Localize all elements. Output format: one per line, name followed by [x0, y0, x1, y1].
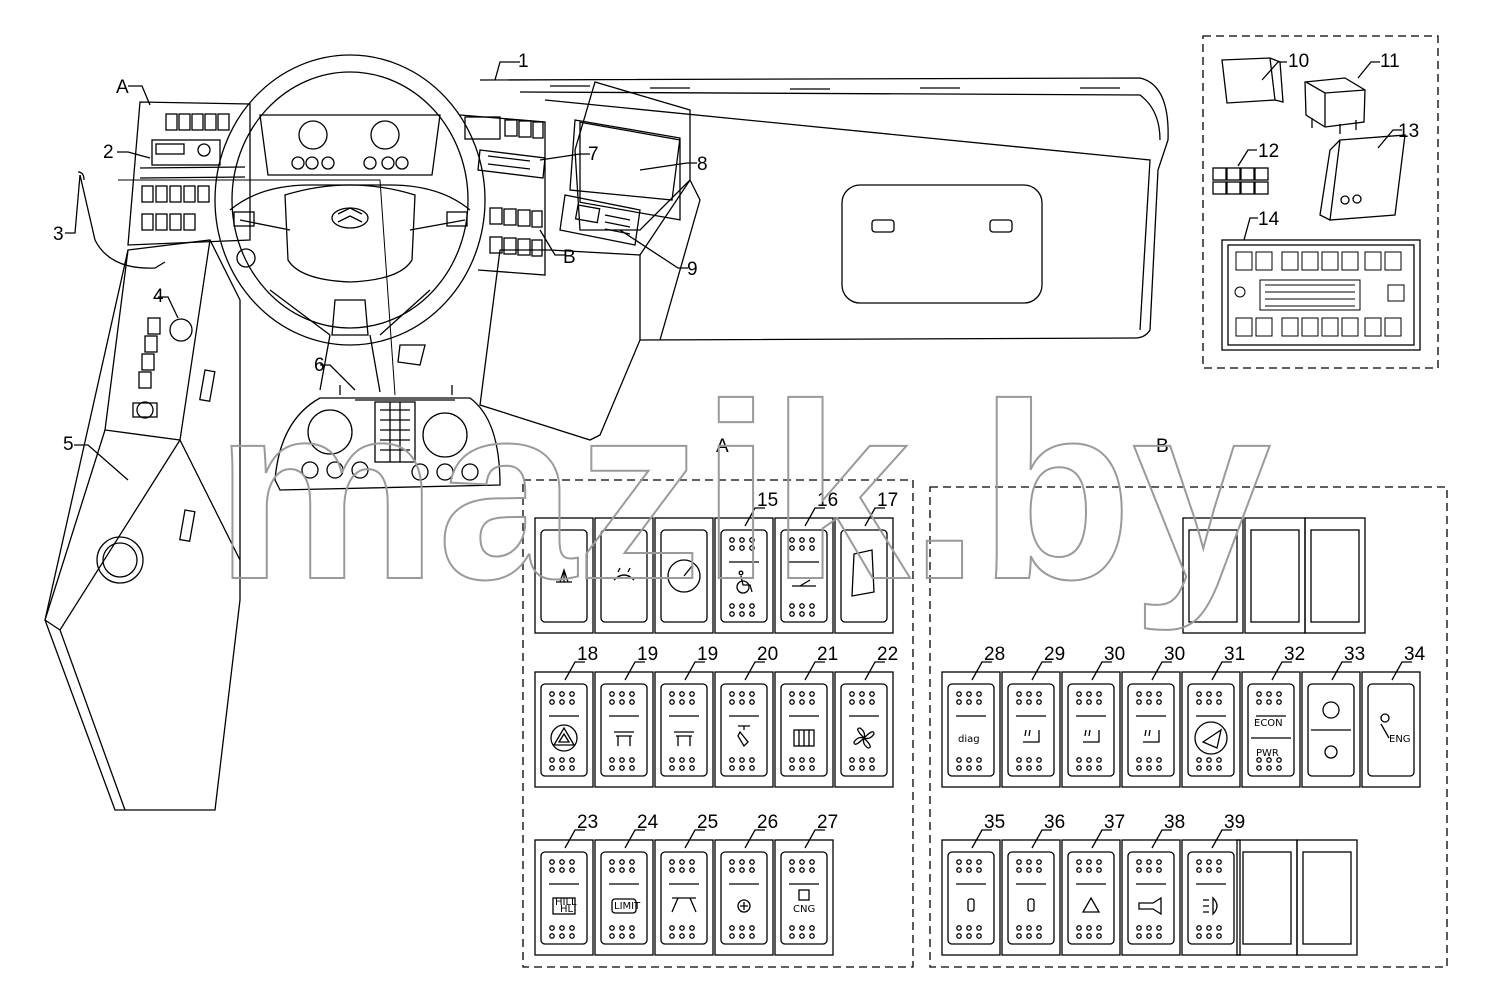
- callout-12: 12: [1258, 141, 1279, 162]
- callout-8: 8: [697, 154, 708, 175]
- switch-callout-number: 20: [757, 644, 778, 665]
- rocker-switch: LIMIT 24: [594, 812, 659, 956]
- rocker-switch: ENG 34: [1361, 644, 1426, 788]
- callout-4: 4: [153, 286, 164, 307]
- rocker-switch: 30: [1061, 644, 1125, 788]
- switch-callout-number: 18: [577, 644, 598, 665]
- switch-callout-number: 30: [1164, 644, 1185, 665]
- callout-A-top: A: [116, 77, 129, 98]
- switch-callout-number: 22: [877, 644, 898, 665]
- rocker-switch: 18: [534, 644, 598, 788]
- callout-6: 6: [314, 355, 325, 376]
- rocker-switch: 25: [654, 812, 718, 956]
- switch-callout-number: 34: [1404, 644, 1426, 665]
- callout-1: 1: [518, 51, 529, 72]
- rocker-switch: ECON PWR 32: [1241, 644, 1305, 788]
- switch-callout-number: 24: [637, 812, 659, 833]
- switch-callout-number: 35: [984, 812, 1005, 833]
- rocker-switch: 26: [714, 812, 778, 956]
- rocker-switch: 33: [1301, 644, 1365, 788]
- switch-callout-number: 19: [697, 644, 718, 665]
- panel-b-blank-row: [1182, 517, 1366, 634]
- dashboard-body: [44, 77, 1169, 811]
- switch-callout-number: 29: [1044, 644, 1065, 665]
- rocker-switch: [534, 517, 594, 634]
- watermark: mazik.by: [215, 352, 1271, 631]
- switch-callout-number: 16: [817, 490, 838, 511]
- rocker-switch: diag 28: [941, 644, 1005, 788]
- switch-callout-number: 23: [577, 812, 598, 833]
- eng-label: ENG: [1389, 734, 1411, 745]
- econ-label: ECON: [1254, 718, 1283, 729]
- rocker-switch: 16: [774, 490, 838, 634]
- switch-callout-number: 39: [1224, 812, 1245, 833]
- callout-13: 13: [1398, 121, 1419, 142]
- rocker-switch: 38: [1121, 812, 1185, 956]
- switch-callout-number: 26: [757, 812, 778, 833]
- callout-3: 3: [53, 224, 64, 245]
- switch-callout-number: 31: [1224, 644, 1245, 665]
- cng-label: CNG: [793, 904, 815, 915]
- switch-callout-number: 38: [1164, 812, 1185, 833]
- callout-11: 11: [1380, 51, 1400, 72]
- rocker-switch: 30: [1121, 644, 1185, 788]
- rocker-switch: 39: [1181, 812, 1245, 956]
- switch-callout-number: 19: [637, 644, 658, 665]
- callout-10: 10: [1288, 51, 1309, 72]
- callout-leaders: [65, 61, 1402, 481]
- rocker-switch: 17: [834, 490, 898, 634]
- rocker-switch: 36: [1001, 812, 1065, 956]
- callout-labels: 1 A 2 3 4 5 6 7 8 9 10 11 13 12 14 B A B: [53, 51, 1419, 457]
- switch-callout-number: 25: [697, 812, 718, 833]
- switch-callout-number: 32: [1284, 644, 1305, 665]
- callout-7: 7: [588, 144, 599, 165]
- rocker-switch: 21: [774, 644, 838, 788]
- panel-b-blank-bottom: [1236, 839, 1358, 956]
- panel-b-box: [929, 486, 1448, 968]
- hill-label: HILL: [555, 897, 577, 908]
- rocker-switch: 37: [1061, 812, 1125, 956]
- hl-label: HL: [560, 904, 574, 915]
- switch-callout-number: 30: [1104, 644, 1125, 665]
- rocker-switch: 22: [834, 644, 898, 788]
- rocker-switch: [654, 517, 714, 634]
- switch-callout-number: 21: [817, 644, 838, 665]
- switch-callout-number: 27: [817, 812, 838, 833]
- switch-callout-number: 33: [1344, 644, 1365, 665]
- switch-callout-number: 28: [984, 644, 1005, 665]
- rocker-switch: 35: [941, 812, 1005, 956]
- diag-label: diag: [958, 734, 980, 745]
- callout-B-top: B: [563, 247, 576, 268]
- switch-callout-number: 17: [877, 490, 898, 511]
- rocker-switch: 20: [714, 644, 778, 788]
- section-b-label: B: [1156, 436, 1169, 457]
- callout-2: 2: [103, 142, 114, 163]
- instrument-cluster: [274, 385, 501, 491]
- switch-callout-number: 15: [757, 490, 778, 511]
- pwr-label: PWR: [1256, 748, 1279, 759]
- steering-wheel: [214, 54, 486, 393]
- rocker-switch: 15: [714, 490, 778, 634]
- limit-label: LIMIT: [614, 901, 641, 912]
- rocker-switch: 19: [594, 644, 658, 788]
- callout-5: 5: [63, 434, 74, 455]
- rocker-switch: 29: [1001, 644, 1065, 788]
- panel-a-box: [522, 479, 914, 968]
- switch-callout-number: 37: [1104, 812, 1125, 833]
- detail-box-modules: [1202, 35, 1439, 369]
- rocker-switch: 19: [654, 644, 718, 788]
- callout-14: 14: [1258, 209, 1280, 230]
- rocker-switch: [594, 517, 654, 634]
- rocker-switch: CNG 27: [774, 812, 838, 956]
- rocker-switch: 31: [1181, 644, 1245, 788]
- section-a-label: A: [716, 436, 729, 457]
- callout-9: 9: [687, 259, 698, 280]
- switch-callout-number: 36: [1044, 812, 1065, 833]
